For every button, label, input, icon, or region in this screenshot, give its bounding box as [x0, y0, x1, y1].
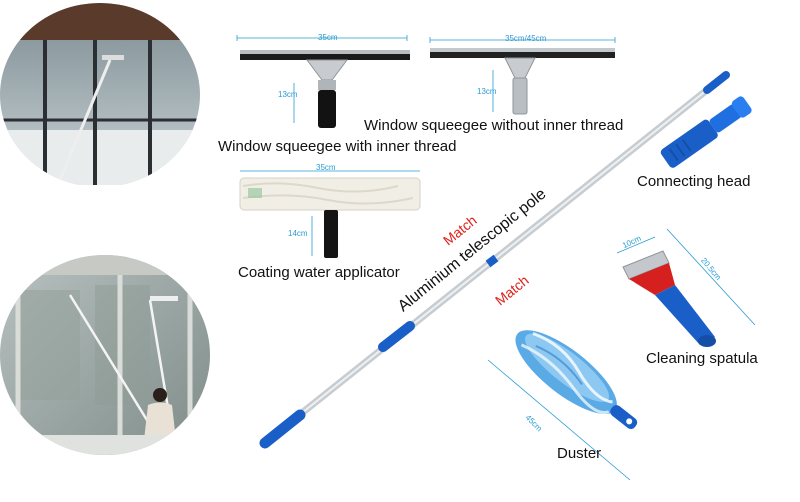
squeegee-no-inner-height-label: 13cm — [477, 87, 497, 96]
connecting-head-label: Connecting head — [637, 173, 751, 190]
duster-image — [487, 330, 638, 481]
applicator-width-label: 35cm — [316, 163, 336, 172]
squeegee-inner-height-label: 13cm — [278, 90, 298, 99]
squeegee-no-inner-width-label: 35cm/45cm — [505, 34, 547, 43]
coating-applicator-image — [239, 170, 421, 258]
duster-label: Duster — [557, 445, 602, 462]
window-cleaning-photo-bottom — [0, 255, 210, 455]
cleaning-spatula-label: Cleaning spatula — [646, 350, 758, 367]
cleaning-spatula-image — [616, 228, 756, 347]
squeegee-inner-label: Window squeegee with inner thread — [218, 138, 457, 155]
window-cleaning-photo-top — [0, 3, 200, 185]
squeegee-without-inner-thread-image — [429, 37, 616, 115]
squeegee-no-inner-label: Window squeegee without inner thread — [364, 117, 624, 134]
squeegee-inner-width-label: 35cm — [318, 33, 338, 42]
applicator-height-label: 14cm — [288, 229, 308, 238]
connecting-head-image — [660, 96, 752, 168]
squeegee-with-inner-thread-image — [236, 35, 410, 128]
coating-applicator-label: Coating water applicator — [238, 264, 400, 281]
